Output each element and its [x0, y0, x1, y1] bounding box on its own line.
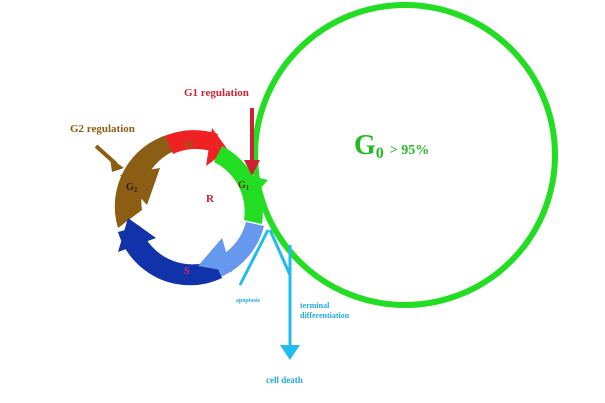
cell-death-arrowhead — [280, 345, 300, 360]
g2-phase-arrowhead — [120, 168, 160, 205]
g2-regulation-label: G2 regulation — [70, 123, 135, 135]
differentiation-path — [268, 229, 292, 276]
m-phase-label: M — [184, 140, 194, 151]
m-phase-segment — [165, 130, 218, 154]
s-phase-label: S — [184, 266, 190, 277]
apoptosis-label: apoptosis — [236, 298, 261, 304]
g1-regulation-arrowhead — [244, 160, 260, 176]
g0-label: G0> 95% — [354, 130, 429, 162]
g0-ring — [252, 2, 558, 308]
g2-regulation-arrowhead — [110, 158, 124, 172]
restriction-point-label: R — [206, 193, 215, 205]
terminal-differentiation-label: terminal differentiation — [300, 301, 350, 320]
m-phase-arrowhead — [206, 128, 228, 166]
apoptosis-path — [238, 229, 270, 286]
cell-death-label: cell death — [266, 375, 303, 385]
g1-phase-segment — [214, 146, 263, 224]
g1-phase-label: G1 — [238, 180, 250, 192]
g2-phase-label: G2 — [126, 182, 138, 194]
s-phase-arrowhead-b — [118, 218, 156, 252]
g1-phase-arrowhead — [232, 172, 268, 200]
s-phase-arrowhead-a — [198, 238, 232, 272]
g1-regulation-label: G1 regulation — [184, 87, 249, 99]
